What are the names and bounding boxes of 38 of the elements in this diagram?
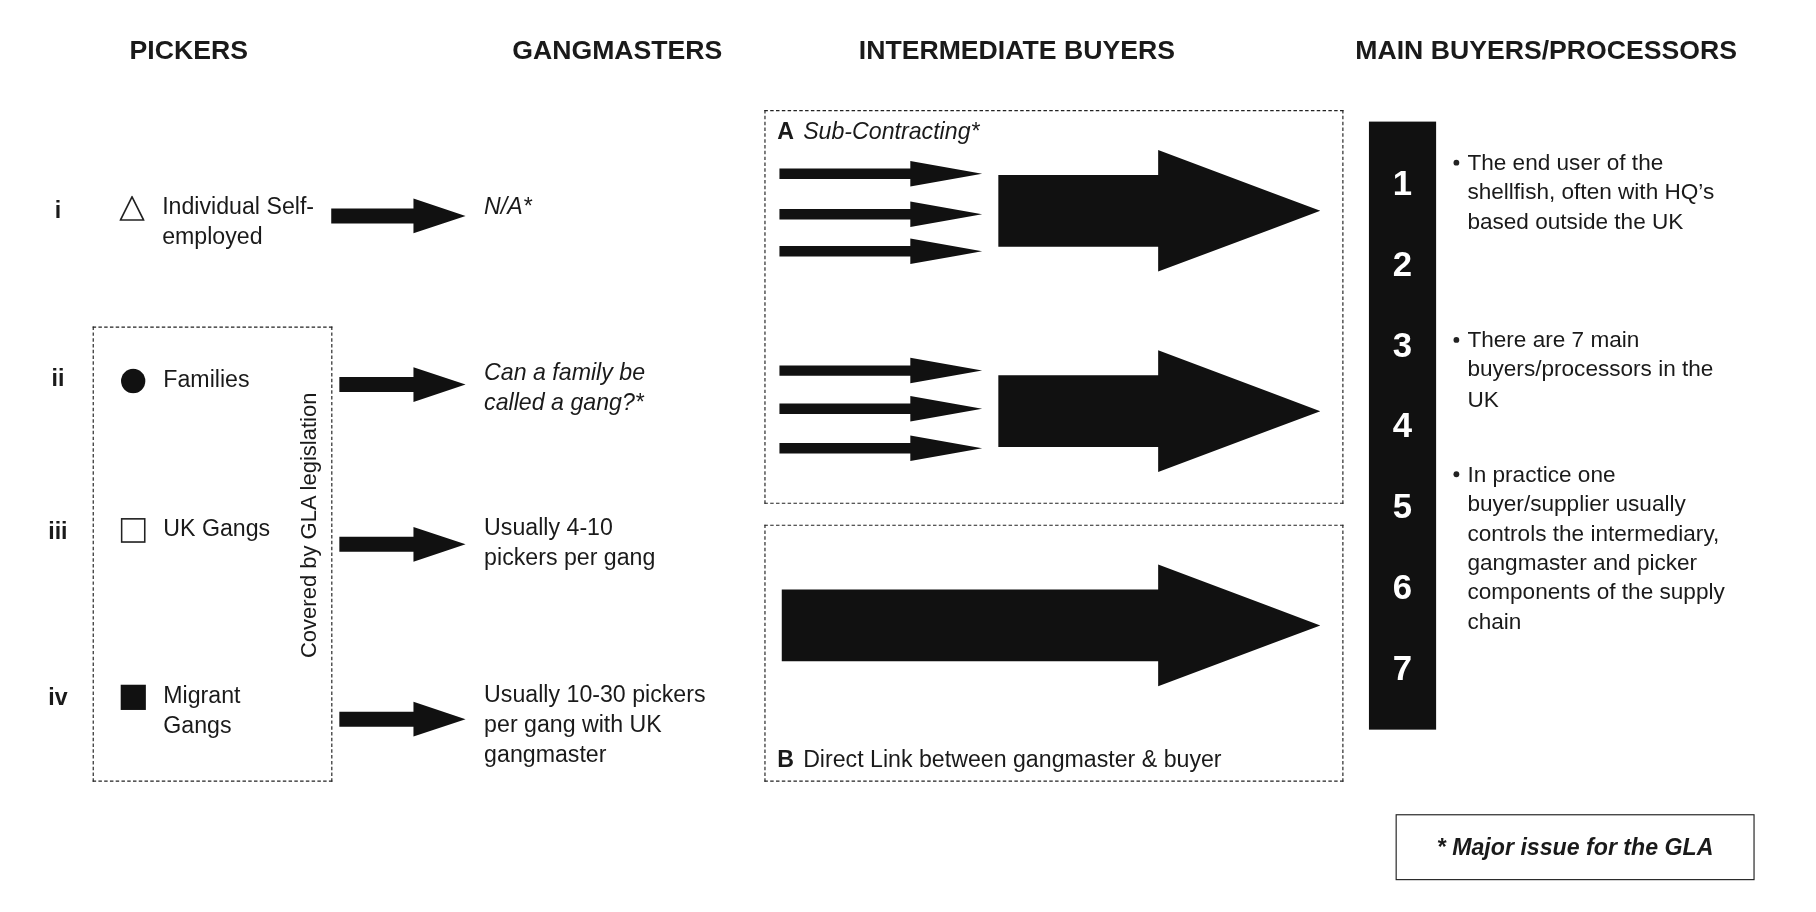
column-heading: PICKERS — [128, 34, 249, 66]
section-title: Direct Link between gangmaster & buyer — [803, 744, 1222, 774]
arrow — [339, 701, 466, 737]
row-numeral: ii — [50, 364, 66, 392]
arrow — [339, 367, 466, 402]
node-label: Usually 10-30 pickers per gang with UK gangmaster — [484, 680, 707, 769]
section-title: Sub-Contracting* — [803, 117, 980, 146]
bar-number: 6 — [1392, 567, 1413, 608]
bullet-text: In practice one buyer/supplier usually controls the intermediary, gangmaster and picker components of the supply chain — [1467, 459, 1726, 636]
node-label: Usually 4-10 pickers per gang — [484, 513, 657, 572]
section-letter: A — [777, 117, 794, 146]
node-label: N/A* — [484, 192, 534, 221]
column-heading: GANGMASTERS — [511, 34, 724, 66]
row-numeral: i — [53, 196, 63, 224]
column-heading: MAIN BUYERS/PROCESSORS — [1354, 34, 1739, 66]
bullet-text: The end user of the shellfish, often with HQ’s based outside the UK — [1467, 148, 1716, 236]
block-arrow — [998, 150, 1321, 272]
bar-number: 7 — [1392, 648, 1413, 688]
block-arrow — [998, 350, 1321, 472]
arrow — [331, 198, 466, 234]
node-label: UK Gangs — [163, 514, 272, 543]
bar-number: 5 — [1392, 486, 1413, 527]
bar-number: 3 — [1392, 325, 1413, 365]
bullet-text: There are 7 main buyers/processors in the UK — [1467, 325, 1715, 413]
arrow — [339, 526, 466, 562]
row-numeral: iii — [47, 517, 69, 545]
block-arrow — [781, 564, 1321, 687]
numbered-bar — [1368, 121, 1437, 730]
row-numeral: iv — [47, 684, 69, 712]
section-letter: B — [777, 744, 794, 774]
bar-number: 2 — [1392, 244, 1413, 284]
node-label: Individual Self-employed — [162, 192, 316, 251]
node-label: Families — [163, 365, 251, 394]
bar-number: 4 — [1392, 405, 1413, 446]
column-heading: INTERMEDIATE BUYERS — [857, 34, 1176, 66]
bar-number: 1 — [1392, 163, 1413, 203]
node-label: Can a family be called a gang?* — [484, 358, 647, 417]
node-label: Migrant Gangs — [163, 681, 242, 740]
